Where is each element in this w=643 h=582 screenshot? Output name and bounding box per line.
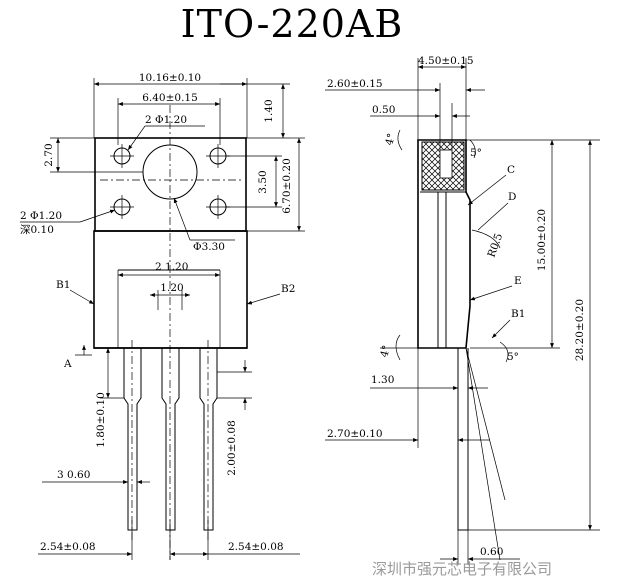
side-view: 4.50±0.15 2.60±0.15 0.50 4° 5° C D R0.5 … [325,55,600,565]
front-tab-outline [94,137,247,232]
dim-hole-spacing: 3.50 [257,170,269,193]
label-side-d: D [508,191,516,203]
angle-top-right: 5° [470,147,482,159]
label-front-a: A [63,358,72,370]
label-front-b2: B2 [281,283,295,295]
dim-tab-thickness: 0.50 [372,104,395,116]
dim-lead-offset: 2.70±0.10 [327,428,383,440]
dim-small-holes-top: 2 Φ1.20 [145,114,187,126]
label-side-e: E [514,275,522,287]
front-leads [123,340,218,560]
label-side-c: C [507,164,515,176]
dim-top-to-hole: 2.70 [43,143,55,166]
label-side-b1: B1 [511,308,525,320]
dim-body-height: 15.00±0.20 [536,209,548,271]
lead-right [199,348,218,531]
dim-tab-height: 1.40 [263,99,275,122]
dim-pin-center: 1.20 [160,282,183,294]
dim-tab-offset: 2.60±0.15 [327,78,383,90]
dim-lead-thickness: 0.60 [480,546,503,558]
side-body-outline [417,139,471,349]
side-lead [457,348,469,531]
company-watermark: 深圳市强元芯电子有限公司 [372,560,552,578]
dim-lead-step: 1.30 [371,374,394,386]
package-title: ITO-220AB [181,2,404,46]
dim-pitch-right: 2.54±0.08 [228,541,284,553]
dim-center-hole: Φ3.30 [193,241,225,253]
lead-center [161,348,180,531]
dim-lead-thick-upper: 1.80±0.10 [95,392,107,448]
dim-body-thickness: 4.50±0.15 [418,55,474,67]
angle-top-left: 4° [383,132,398,147]
angle-bottom-right: 5° [507,351,519,363]
dim-pin-rect: 2 1.20 [155,261,188,273]
front-view: 10.16±0.10 6.40±0.15 2 Φ1.20 1.40 2.70 3… [20,72,305,560]
dim-overall-width: 10.16±0.10 [139,72,201,84]
dim-lead-thick-lower: 2.00±0.08 [226,420,238,476]
dim-small-holes-bottom-a: 2 Φ1.20 [20,210,62,222]
dim-small-holes-bottom-b: 深0.10 [20,224,54,236]
dim-pitch-left: 2.54±0.08 [40,541,96,553]
dim-slot-width: 6.40±0.15 [142,92,198,104]
label-front-b1: B1 [56,279,70,291]
angle-bottom-left: 4° [378,344,393,359]
dim-tab-total: 6.70±0.20 [281,158,293,214]
dim-total-height: 28.20±0.20 [574,299,586,361]
dim-lead-width: 3 0.60 [57,469,90,481]
lead-left [123,348,142,531]
